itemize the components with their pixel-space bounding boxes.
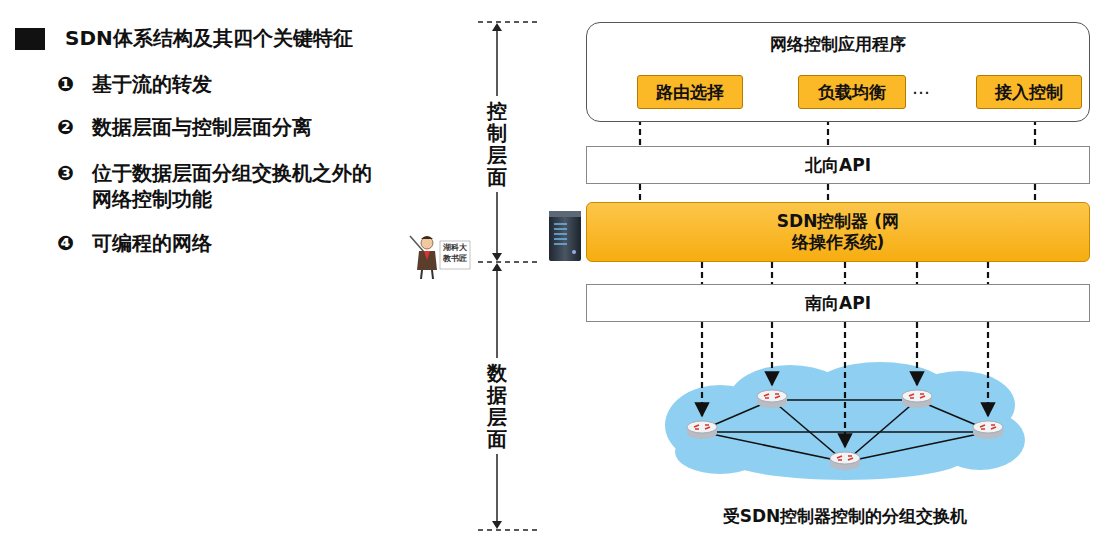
watermark: 教书匠 <box>443 255 467 264</box>
dashed-connector <box>701 262 703 284</box>
node-text: 接入控制 <box>995 81 1063 104</box>
node-text: 负载均衡 <box>818 81 886 104</box>
controller-band: SDN控制器 (网络操作系统) <box>586 202 1090 262</box>
dashed-connector <box>639 184 641 202</box>
node-text: 北向API <box>805 154 871 177</box>
callout-number: ❸ <box>57 160 74 186</box>
dashed-connector <box>827 184 829 202</box>
callout-number: ❷ <box>57 114 74 140</box>
switch-cloud: 受SDN控制器控制的分组交换机 <box>640 355 1050 530</box>
feature-text: 可编程的网络 <box>92 230 212 256</box>
layer-bracket <box>478 22 540 530</box>
node-text: 网络控制应用程序 <box>770 33 906 56</box>
node-text: SDN控制器 (网络操作系统) <box>770 211 906 254</box>
dashed-connector <box>916 262 918 284</box>
network-cloud <box>665 362 1025 480</box>
feature-text: 数据层面与控制层面分离 <box>92 114 312 140</box>
ellipsis: … <box>912 76 930 99</box>
app-box: 接入控制 <box>976 75 1082 109</box>
feature-text: 位于数据层面分组交换机之外的网络控制功能 <box>92 160 384 212</box>
feature-text: 基于流的转发 <box>92 71 212 97</box>
title-square <box>15 28 45 50</box>
title: SDN体系结构及其四个关键特征 <box>65 25 353 51</box>
callout-number: ❹ <box>57 230 74 256</box>
layer-label: 控制层面 <box>487 96 507 192</box>
dashed-connector <box>771 262 773 284</box>
node-text: 南向API <box>805 292 871 315</box>
app-layer-box: 网络控制应用程序路由选择 负载均衡 接入控制 <box>586 22 1090 122</box>
watermark: 湖科大 <box>443 244 467 253</box>
node-text: 路由选择 <box>656 81 724 104</box>
callout-number: ❶ <box>57 71 74 97</box>
dashed-connector <box>1034 184 1036 202</box>
cartoon-figure <box>410 236 470 279</box>
app-box: 负载均衡 <box>798 75 906 109</box>
southbound-arrows <box>702 322 988 447</box>
api-band: 南向API <box>586 284 1090 322</box>
node-text: 受SDN控制器控制的分组交换机 <box>723 505 968 528</box>
layer-label: 数据层面 <box>487 358 507 454</box>
server-icon <box>549 211 581 261</box>
api-band: 北向API <box>586 146 1090 184</box>
app-box: 路由选择 <box>637 75 743 109</box>
dashed-connector <box>987 262 989 284</box>
dashed-connector <box>844 262 846 284</box>
